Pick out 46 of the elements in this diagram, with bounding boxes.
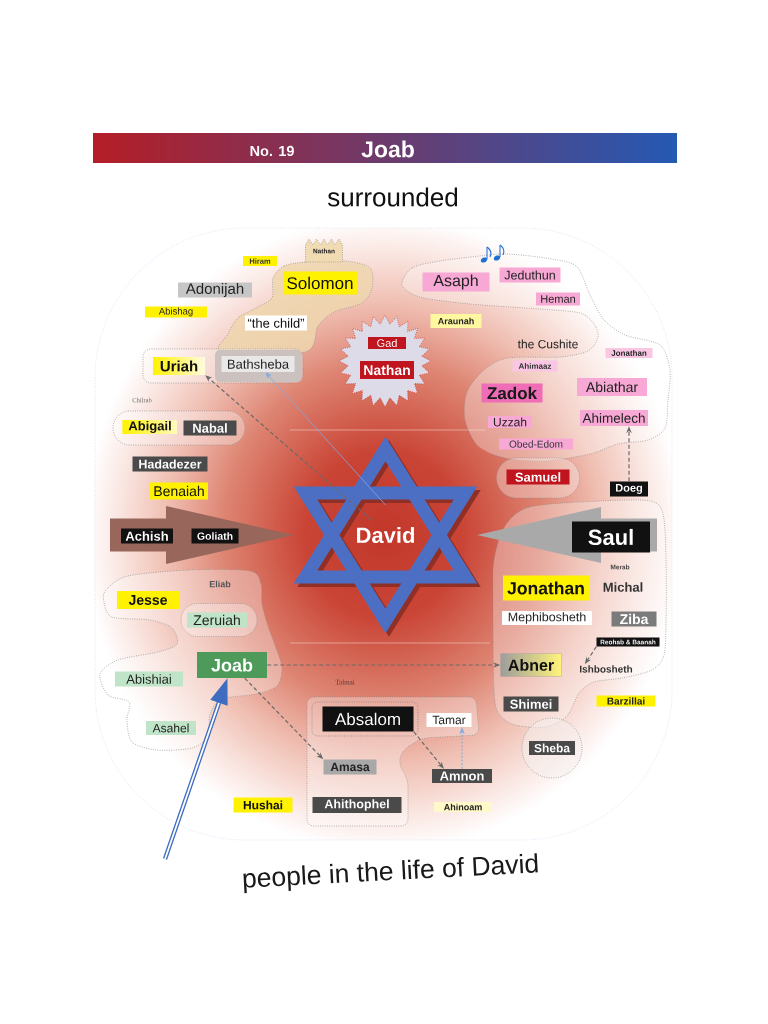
name-tag: Asaph: [422, 272, 490, 292]
name-tag: Hadadezer: [132, 456, 208, 472]
name-tag: Zeruiah: [187, 612, 247, 628]
name-tag: Abishiai: [115, 671, 183, 687]
name-text: Eliab: [209, 580, 231, 588]
name-tag: Saul: [572, 521, 650, 553]
name-tag: Ahinoam: [434, 802, 492, 812]
name-tag: Adonijah: [178, 282, 252, 298]
name-tag: Jonathan: [605, 348, 653, 358]
name-tag: Shimei: [503, 696, 559, 712]
name-tag: Abner: [500, 653, 562, 677]
name-text: the Cushite: [517, 339, 578, 349]
name-tag: Abishag: [145, 306, 207, 318]
name-tag: Absalom: [311, 701, 419, 737]
name-tag: Hushai: [233, 797, 293, 813]
issue-number: No. 19: [250, 145, 294, 157]
name-tag: “the child”: [245, 315, 307, 331]
name-tag: Goliath: [191, 528, 239, 544]
name-text: Michal: [603, 582, 643, 592]
caption: people in the life of David: [243, 853, 538, 894]
name-tag: Ahithophel: [312, 797, 402, 813]
name-tag: Jonathan: [503, 575, 589, 601]
name-tag: Nabal: [183, 420, 237, 436]
arrow: [205, 375, 373, 521]
name-tag: Ahimaaz: [512, 360, 558, 372]
name-tag: Benaiah: [150, 482, 208, 500]
name-tag: Heman: [536, 292, 580, 306]
name-text: Ishbosheth: [580, 665, 633, 673]
name-tag: Obed-Edom: [499, 438, 573, 450]
arrow: [413, 731, 444, 769]
name-tag: Amasa: [323, 759, 377, 775]
name-tag: Bathsheba: [215, 350, 302, 382]
name-tag: Solomon: [283, 271, 357, 295]
title: Joab: [361, 140, 414, 158]
name-tag: Ziba: [611, 611, 657, 627]
name-tag: Amnon: [432, 769, 492, 783]
name-tag: Joab: [197, 652, 267, 678]
name-tag: Achish: [121, 528, 173, 544]
name-tag: Samuel: [506, 469, 570, 485]
subtitle: surrounded: [327, 187, 458, 207]
name-tag: Jeduthun: [499, 267, 561, 283]
arrow: [459, 728, 465, 770]
name-tag: Zadok: [481, 383, 543, 403]
name-tag: Barzillai: [596, 695, 656, 707]
name-tag: Doeg: [610, 481, 648, 497]
arrow: [265, 372, 386, 506]
